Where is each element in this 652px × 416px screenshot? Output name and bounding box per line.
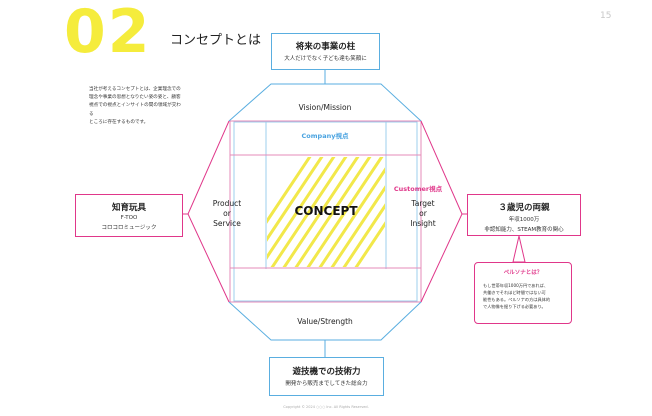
octagon-top bbox=[228, 83, 422, 122]
educational-toy-line2: F-TOO bbox=[120, 215, 138, 221]
note-pointer bbox=[512, 235, 526, 263]
target-parents-line2: 年収1000万 bbox=[508, 217, 540, 223]
section-number: 02 bbox=[64, 0, 152, 67]
target-parents-line3: 非認知能力、STEAM教育の関心 bbox=[484, 227, 564, 233]
target-parents-title: ３歳児の両親 bbox=[498, 203, 550, 213]
octagon-bottom bbox=[228, 301, 422, 341]
concept-hatch bbox=[267, 157, 385, 267]
company-band bbox=[233, 121, 418, 302]
product-service-label: Product or Service bbox=[212, 199, 242, 228]
technology-subtitle: 開発から販売までしてきた総合力 bbox=[285, 381, 368, 387]
customer-band-bottom bbox=[229, 267, 422, 303]
customer-perspective-label: Customer視点 bbox=[393, 185, 443, 193]
technology-box: 遊技機での技術力 開発から販売までしてきた総合力 bbox=[269, 357, 384, 396]
value-strength-label: Value/Strength bbox=[297, 317, 353, 326]
future-business-box: 将来の事業の柱 大人だけでなく子ども達も笑顔に bbox=[271, 33, 380, 70]
target-parents-box: ３歳児の両親 年収1000万 非認知能力、STEAM教育の関心 bbox=[467, 194, 581, 236]
concept-label: CONCEPT bbox=[294, 204, 358, 218]
technology-title: 遊技機での技術力 bbox=[292, 367, 361, 377]
persona-note: ペルソナとは？ もし世帯年収1000万円であれば、 共働きでそれほど時間ではない… bbox=[474, 262, 572, 324]
page-number: 15 bbox=[600, 11, 612, 21]
company-perspective-label: Company視点 bbox=[301, 132, 349, 140]
future-business-title: 将来の事業の柱 bbox=[295, 42, 356, 52]
vision-mission-label: Vision/Mission bbox=[298, 103, 352, 112]
copyright-footer: Copyright © 2024 ○○○ Inc. All Rights Res… bbox=[283, 405, 369, 409]
persona-note-text: もし世帯年収1000万円であれば、 共働きでそれほど時間ではない可 能性もある。… bbox=[483, 283, 551, 309]
educational-toy-box: 知育玩具 F-TOO コロコロミュージック bbox=[75, 194, 183, 237]
educational-toy-line3: コロコロミュージック bbox=[101, 225, 157, 231]
page-title: コンセプトとは bbox=[170, 33, 262, 48]
future-business-subtitle: 大人だけでなく子ども達も笑顔に bbox=[284, 56, 367, 62]
persona-note-title: ペルソナとは？ bbox=[503, 270, 543, 276]
educational-toy-title: 知育玩具 bbox=[111, 203, 146, 213]
target-insight-label: Target or Insight bbox=[410, 199, 436, 228]
intro-text: 当社が考えるコンセプトとは、企業理念での 理念や事業の思想となりたい姿の姿と、顧… bbox=[89, 87, 181, 125]
